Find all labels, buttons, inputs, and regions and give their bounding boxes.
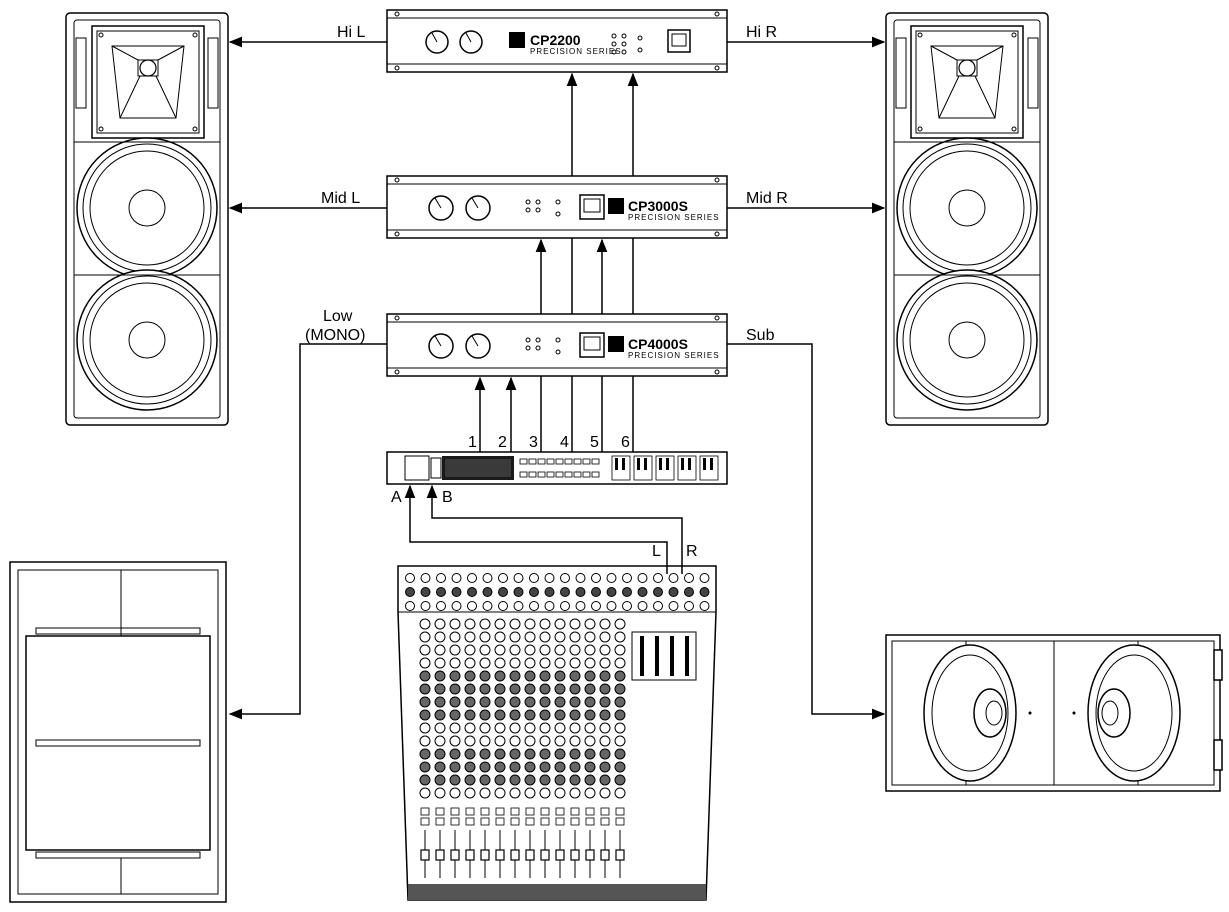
mixer-icon [397, 565, 717, 901]
amplifier-low-series: PRECISION SERIES [628, 351, 720, 360]
label-hi-right: Hi R [746, 24, 777, 41]
processor-output-3: 3 [529, 434, 538, 451]
label-low-line1: Low [323, 308, 353, 325]
amplifier-low-model: CP4000S [628, 336, 688, 352]
processor-input-b: B [442, 489, 453, 506]
mixer-output-left: L [652, 543, 661, 560]
right-main-speaker-icon [885, 12, 1049, 426]
amplifier-low-icon: EV CP4000S PRECISION SERIES [386, 313, 728, 377]
left-low-speaker-icon [9, 561, 227, 903]
amplifier-hi-model: CP2200 [530, 32, 581, 48]
amplifier-mid-logo: EV [610, 202, 622, 212]
processor-output-2: 2 [498, 434, 507, 451]
amplifier-mid-icon: EV CP3000S PRECISION SERIES [386, 175, 728, 239]
amplifier-mid-model: CP3000S [628, 198, 688, 214]
mixer-output-right: R [686, 543, 698, 560]
processor-input-a: A [391, 489, 402, 506]
processor-icon [386, 451, 728, 485]
amplifier-hi-series: PRECISION SERIES [530, 47, 622, 56]
amplifier-hi-logo: EV [511, 36, 523, 46]
label-sub-right: Sub [746, 327, 775, 344]
wiring [228, 36, 886, 720]
amplifier-hi-icon: EV CP2200 PRECISION SERIES [386, 9, 728, 73]
label-low-line2: (MONO) [305, 327, 365, 344]
label-mid-right: Mid R [746, 190, 788, 207]
processor-output-6: 6 [621, 434, 630, 451]
processor-output-4: 4 [560, 434, 569, 451]
label-mid-left: Mid L [321, 190, 360, 207]
processor-output-5: 5 [590, 434, 599, 451]
amplifier-low-logo: EV [610, 340, 622, 350]
right-subwoofer-icon [885, 634, 1223, 792]
processor-output-1: 1 [468, 434, 477, 451]
label-hi-left: Hi L [337, 24, 366, 41]
amplifier-mid-series: PRECISION SERIES [628, 213, 720, 222]
left-main-speaker-icon [65, 12, 229, 426]
